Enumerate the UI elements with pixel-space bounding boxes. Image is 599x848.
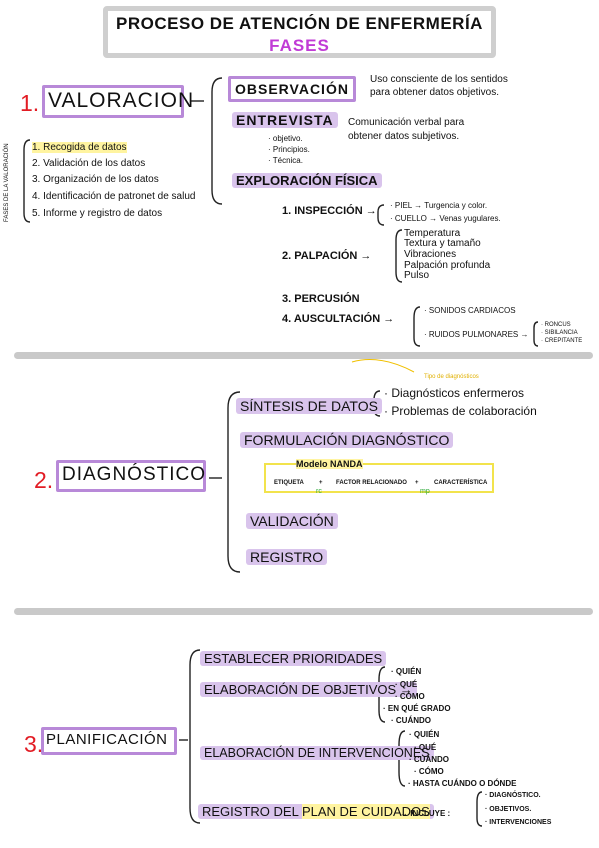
section-divider-2 bbox=[14, 608, 593, 615]
formula-etiqueta: ETIQUETA bbox=[274, 480, 304, 486]
valoracion-step-4: 4. Identificación de patronet de salud bbox=[32, 191, 196, 202]
formula-plus-1: + bbox=[319, 480, 323, 486]
incluye-label: → INCLUYE : bbox=[400, 809, 451, 818]
exploracion-label: EXPLORACIÓN FÍSICA bbox=[232, 173, 382, 188]
auscultacion-item-1: · SONIDOS CARDIACOS bbox=[424, 306, 516, 315]
prioridades-label: ESTABLECER PRIORIDADES bbox=[200, 651, 387, 666]
page-subtitle: FASES bbox=[269, 36, 330, 55]
formula-factor: FACTOR RELACIONADO bbox=[336, 480, 407, 486]
registro-diagnostico-label: REGISTRO bbox=[246, 549, 328, 565]
formula-caracteristica: CARACTERÍSTICA bbox=[434, 480, 488, 486]
entrevista-bullet-3: · Técnica. bbox=[268, 156, 303, 165]
valoracion-step-2: 2. Validación de los datos bbox=[32, 158, 146, 169]
phase-box-diagnostico bbox=[56, 460, 206, 492]
observacion-label: OBSERVACIÓN bbox=[235, 81, 349, 97]
incluye-item-2: · OBJETIVOS. bbox=[485, 806, 532, 813]
palpacion-item-5: Pulso bbox=[404, 270, 430, 281]
phase-title-valoracion: VALORACION bbox=[48, 89, 195, 112]
validacion-label: VALIDACIÓN bbox=[246, 513, 338, 529]
title-frame bbox=[103, 6, 496, 58]
intervenciones-label: ELABORACIÓN DE INTERVENCIONES bbox=[200, 746, 434, 760]
inspeccion-label: 1. INSPECCIÓN → bbox=[282, 205, 377, 217]
phase-title-planificacion: PLANIFICACIÓN bbox=[46, 731, 168, 748]
tipo-diagnosticos-note: Tipo de diagnósticos bbox=[424, 374, 479, 380]
objetivos-label: ELABORACIÓN DE OBJETIVOS → bbox=[200, 682, 417, 697]
valoracion-step-1: 1. Recogida de datos bbox=[32, 142, 127, 153]
page-title: PROCESO DE ATENCIÓN DE ENFERMERÍA bbox=[116, 14, 483, 33]
intervenciones-item-2: · QUÉ bbox=[414, 743, 437, 752]
phase-box-valoracion bbox=[42, 85, 184, 118]
incluye-item-3: · INTERVENCIONES bbox=[485, 819, 552, 826]
palpacion-label: 2. PALPACIÓN → bbox=[282, 250, 372, 262]
auscultacion-label: 4. AUSCULTACIÓN → bbox=[282, 313, 395, 325]
sintesis-item-2: · Problemas de colaboración bbox=[384, 404, 537, 418]
palpacion-item-1: Temperatura bbox=[404, 228, 461, 239]
entrevista-desc-1: Comunicación verbal para bbox=[348, 117, 465, 128]
inspeccion-item-2: · CUELLO → Venas yugulares. bbox=[390, 214, 501, 223]
objetivos-item-1: · QUIÉN bbox=[391, 667, 422, 676]
modelo-nanda-title: Modelo NANDA bbox=[296, 459, 363, 469]
registro-plan-label: REGISTRO DEL PLAN DE CUIDADOS bbox=[198, 804, 434, 819]
sintesis-item-1: · Diagnósticos enfermeros bbox=[384, 386, 525, 400]
observacion-desc-2: para obtener datos objetivos. bbox=[370, 87, 499, 98]
phase-number-2: 2. bbox=[34, 467, 54, 493]
incluye-item-1: · DIAGNÓSTICO. bbox=[485, 792, 541, 799]
formula-plus-2: + bbox=[415, 480, 419, 486]
phase-title-diagnostico: DIAGNÓSTICO bbox=[62, 464, 207, 485]
fases-valoracion-label: FASES DE LA VALORACIÓN bbox=[4, 143, 10, 222]
formulacion-label: FORMULACIÓN DIAGNÓSTICO bbox=[240, 432, 454, 448]
phase-number-3: 3. bbox=[24, 731, 44, 757]
objetivos-item-4: · EN QUÉ GRADO bbox=[383, 704, 451, 713]
intervenciones-item-1: · QUIÉN bbox=[409, 730, 440, 739]
palpacion-item-2: Textura y tamaño bbox=[404, 238, 481, 249]
percusion-label: 3. PERCUSIÓN bbox=[282, 293, 360, 305]
objetivos-item-5: · CUÁNDO bbox=[391, 716, 431, 725]
sintesis-label: SÍNTESIS DE DATOS bbox=[236, 398, 382, 414]
objetivos-item-3: · CÓMO bbox=[395, 692, 425, 701]
auscultacion-sub-3: · CREPITANTE bbox=[541, 338, 583, 344]
entrevista-bullet-2: · Principios. bbox=[268, 145, 310, 154]
intervenciones-item-5: · HASTA CUÁNDO O DÓNDE bbox=[408, 779, 517, 788]
inspeccion-item-1: · PIEL → Turgencia y color. bbox=[390, 201, 488, 210]
palpacion-item-3: Vibraciones bbox=[404, 249, 457, 260]
entrevista-label: ENTREVISTA bbox=[232, 112, 338, 128]
auscultacion-item-2: · RUIDOS PULMONARES → bbox=[424, 330, 529, 339]
entrevista-bullet-1: · objetivo. bbox=[268, 134, 303, 143]
auscultacion-sub-1: · RONCUS bbox=[541, 322, 571, 328]
valoracion-step-3: 3. Organización de los datos bbox=[32, 174, 159, 185]
intervenciones-item-3: · CUÁNDO bbox=[409, 755, 449, 764]
section-divider-1 bbox=[14, 352, 593, 359]
formula-mp: mp bbox=[420, 488, 430, 495]
auscultacion-sub-2: · SIBILANCIA bbox=[541, 330, 578, 336]
palpacion-item-4: Palpación profunda bbox=[404, 260, 491, 271]
valoracion-step-5: 5. Informe y registro de datos bbox=[32, 208, 163, 219]
observacion-desc-1: Uso consciente de los sentidos bbox=[370, 74, 508, 85]
observacion-box bbox=[228, 76, 356, 102]
intervenciones-item-4: · CÓMO bbox=[414, 767, 444, 776]
objetivos-item-2: · QUÉ bbox=[395, 680, 418, 689]
formula-rc: rc bbox=[316, 488, 322, 495]
modelo-nanda-box bbox=[264, 463, 494, 493]
entrevista-desc-2: obtener datos subjetivos. bbox=[348, 131, 460, 142]
phase-number-1: 1. bbox=[20, 90, 40, 116]
phase-box-planificacion bbox=[41, 727, 177, 755]
